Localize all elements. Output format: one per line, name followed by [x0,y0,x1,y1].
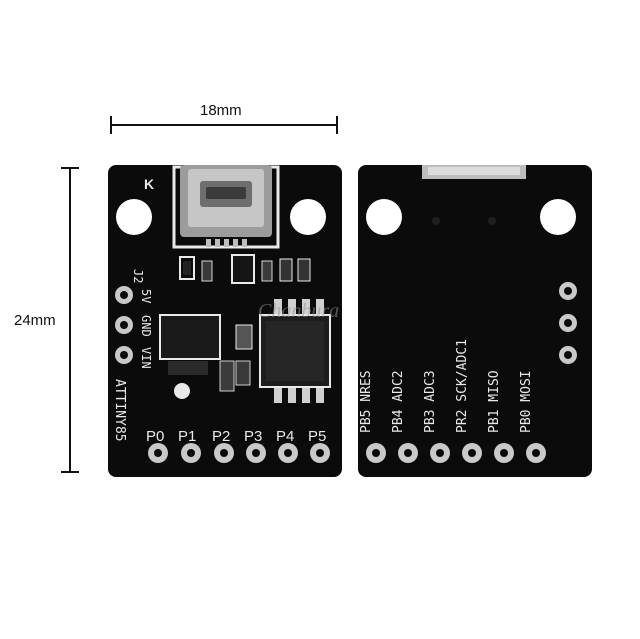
pin-label-p1: P1 [178,428,196,445]
corner-mark: K [144,176,154,192]
back-pin-label-pr2: PR2 SCK/ADC1 [455,339,470,433]
back-board: PB5 NRES PB4 ADC2 PB3 ADC3 PR2 SCK/ADC1 … [358,165,592,477]
height-tick-top [61,167,79,169]
width-dimension: 18mm [108,100,340,140]
back-pcb [358,165,592,477]
power-pin-gnd: GND [139,315,153,337]
back-pin-label-pb4: PB4 ADC2 [391,370,406,433]
height-line [69,167,71,473]
smd-components [159,254,311,399]
watermark: Chanbura [258,300,408,324]
front-board: K J2 5V GND VIN ATTINY85 [108,165,342,477]
back-vias [432,217,496,225]
pin-label-p0: P0 [146,428,164,445]
mount-hole-right [290,199,326,235]
pin-label-p3: P3 [244,428,262,445]
back-pin-label-pb0: PB0 MOSI [519,370,534,433]
header-label: J2 [131,269,145,283]
front-pcb [108,165,342,477]
watermark-text: Chanbura [258,300,340,322]
bottom-pin-row: P0 P1 P2 P3 P4 P5 [146,428,330,463]
back-mount-hole-left [366,199,402,235]
back-pin-labels: PB5 NRES PB4 ADC2 PB3 ADC3 PR2 SCK/ADC1 … [359,339,534,433]
pin-label-p5: P5 [308,428,326,445]
attiny85-chip [259,299,331,403]
width-line [110,124,338,126]
width-label: 18mm [200,102,242,119]
back-usb-edge [422,165,526,179]
height-tick-bottom [61,471,79,473]
pin-label-p4: P4 [276,428,294,445]
mount-hole-left [116,199,152,235]
back-bottom-pins [366,443,546,463]
height-dimension: 24mm [0,165,90,475]
usb-connector [172,165,280,249]
back-mount-hole-right [540,199,576,235]
back-pin-label-pb5: PB5 NRES [359,370,374,433]
power-pin-vin: VIN [139,347,153,369]
width-tick-left [110,116,112,134]
chip-label: ATTINY85 [112,379,127,442]
width-tick-right [336,116,338,134]
pin-label-p2: P2 [212,428,230,445]
height-label: 24mm [14,312,56,329]
back-pin-label-pb1: PB1 MISO [487,370,502,433]
power-pin-5v: 5V [139,289,153,303]
back-pin-label-pb3: PB3 ADC3 [423,370,438,433]
